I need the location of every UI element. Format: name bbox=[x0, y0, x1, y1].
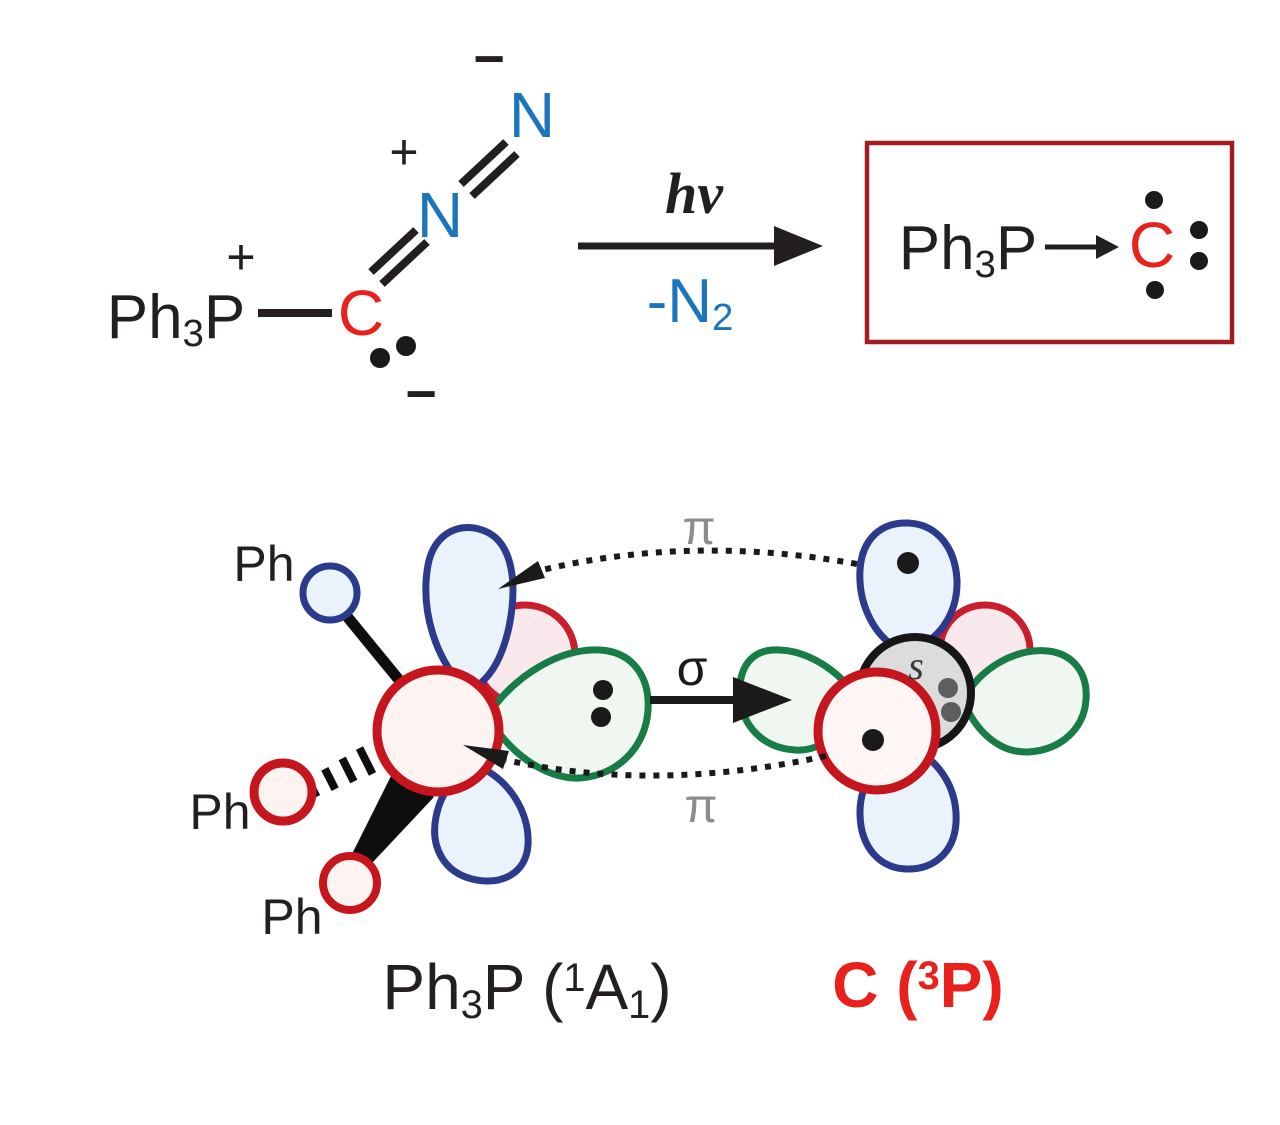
ph-label-middle: Ph bbox=[189, 784, 251, 840]
reactant-phosphine-formula: Ph3P bbox=[106, 283, 246, 356]
ph-label-bottom: Ph bbox=[261, 889, 323, 945]
unpaired-electron-dot-top bbox=[897, 552, 919, 574]
carbon-electron-dot-bottom bbox=[1146, 281, 1164, 299]
pi-arrow-head-top bbox=[498, 561, 545, 589]
left-caption-ph3p-state: Ph3P (1A1) bbox=[382, 951, 672, 1027]
product-box bbox=[864, 140, 1235, 345]
p-orbital-lobe-top bbox=[856, 519, 961, 656]
s-orbital-label: s bbox=[908, 643, 924, 688]
c-n-double-bond-line1 bbox=[368, 227, 419, 275]
sigma-donation-arrow bbox=[650, 677, 792, 723]
reaction-arrow-head bbox=[774, 226, 823, 266]
ph-label-top: Ph bbox=[233, 536, 295, 592]
dative-arrow-head bbox=[1096, 235, 1119, 259]
hash-dash bbox=[338, 756, 358, 784]
pi-dotted-arc-top bbox=[537, 547, 858, 574]
carbon-electron-dot-top bbox=[1145, 191, 1163, 209]
p-orbital-lobe-bottom bbox=[431, 762, 532, 885]
empty-p-lobe-right bbox=[959, 647, 1090, 756]
pi-backdonation-bottom bbox=[463, 745, 827, 779]
ylide-carbon-label: C bbox=[337, 277, 385, 349]
nitrogen-minus-charge: − bbox=[473, 29, 505, 89]
carbon-orbital-diagram bbox=[736, 519, 1090, 873]
carbanion-lone-pair-dot bbox=[396, 336, 416, 356]
reaction-arrow bbox=[578, 226, 823, 266]
pi-arrow-head-bottom bbox=[463, 745, 509, 769]
carbanion-minus-charge: − bbox=[405, 364, 437, 424]
n-n-double-bond-line2 bbox=[469, 151, 520, 199]
unpaired-electron-dot-front bbox=[862, 729, 884, 751]
phosphorus-plus-charge: + bbox=[226, 229, 256, 285]
s-electron-dot bbox=[938, 678, 958, 698]
n-n-double-bond-line1 bbox=[458, 139, 509, 187]
right-caption-carbon-state: C (3P) bbox=[832, 949, 1004, 1021]
photolysis-condition-label: hν bbox=[665, 161, 723, 226]
product-box-group bbox=[864, 140, 1235, 345]
ph-group-circle-top bbox=[299, 562, 361, 624]
terminal-nitrogen-label: N bbox=[508, 79, 556, 151]
ph3p-orbital-diagram bbox=[249, 524, 652, 914]
nitrogen-plus-charge: + bbox=[389, 124, 419, 180]
pi-label-top: π bbox=[682, 502, 716, 555]
phosphorus-center-orbital bbox=[372, 665, 504, 797]
c-n-double-bond-line2 bbox=[379, 239, 430, 287]
pi-dotted-arc-bottom bbox=[505, 753, 827, 779]
sigma-label: σ bbox=[676, 640, 708, 696]
lone-pair-dot bbox=[593, 680, 613, 700]
lone-pair-dot bbox=[591, 707, 611, 727]
reactant-structure-bonds bbox=[258, 139, 520, 368]
p-ph-bond-plain bbox=[340, 610, 409, 690]
p-orbital-lobe-top bbox=[422, 524, 517, 697]
product-phosphine-formula: Ph3P bbox=[898, 214, 1038, 287]
carbanion-lone-pair-dot bbox=[370, 348, 390, 368]
carbon-lone-pair-dot bbox=[1190, 252, 1208, 270]
p-ph-bond-wedge bbox=[346, 766, 434, 878]
ph-group-circle-bottom bbox=[319, 852, 381, 914]
pi-label-bottom: π bbox=[684, 780, 718, 833]
pi-backdonation-top bbox=[498, 547, 858, 589]
s-electron-dot bbox=[941, 702, 961, 722]
sigma-arrow-head bbox=[733, 677, 792, 723]
inner-nitrogen-label: N bbox=[416, 179, 464, 251]
product-carbon-label: C bbox=[1128, 209, 1176, 281]
hash-dash bbox=[321, 766, 339, 792]
ph-group-circle-middle bbox=[249, 758, 317, 826]
hash-dash bbox=[355, 746, 377, 776]
carbon-lone-pair-dot bbox=[1190, 221, 1208, 239]
nitrogen-loss-label: -N2 bbox=[646, 267, 734, 340]
